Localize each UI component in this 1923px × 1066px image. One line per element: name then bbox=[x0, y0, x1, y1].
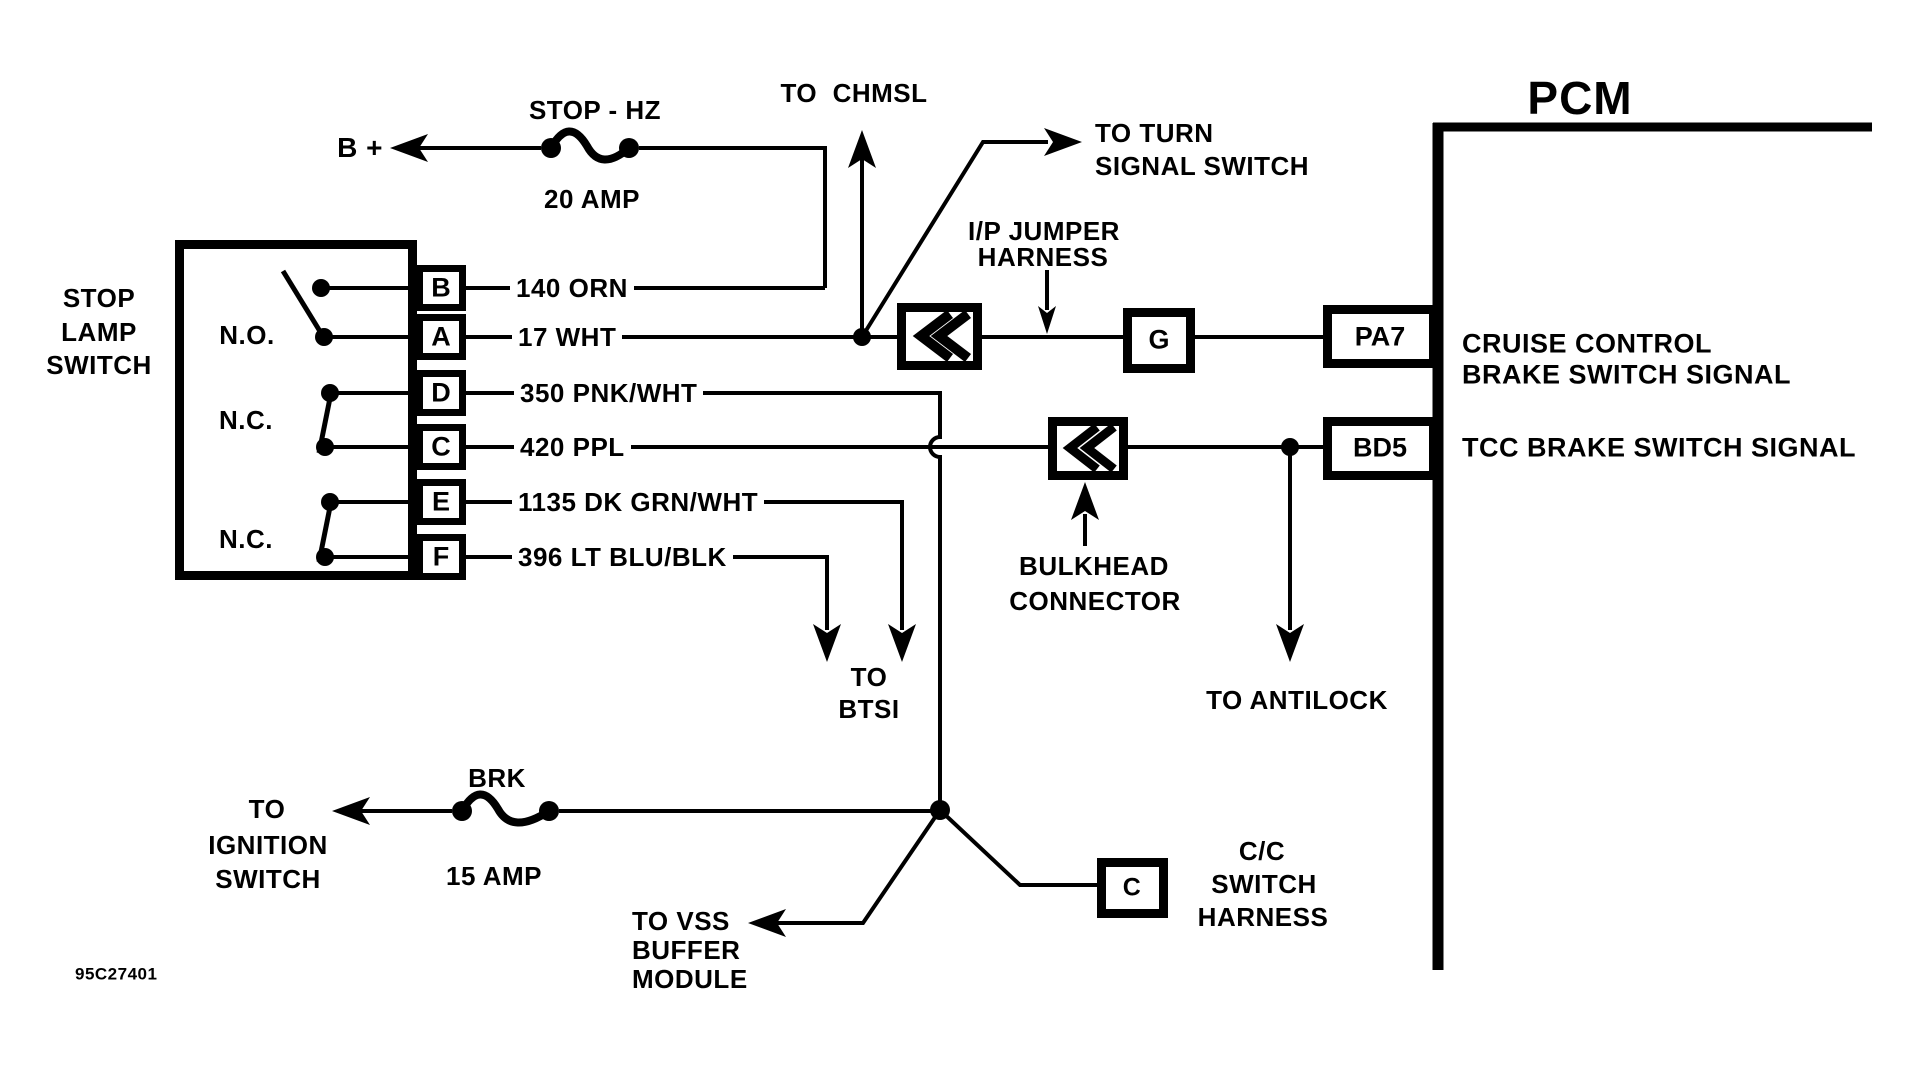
ip-jumper-label-2: HARNESS bbox=[977, 242, 1109, 272]
fuse-element-brk bbox=[458, 790, 553, 827]
terminal-box-D bbox=[416, 370, 466, 416]
fuse-brk-name: BRK bbox=[468, 763, 526, 793]
inline-connector-2 bbox=[1048, 417, 1128, 480]
brk-fuse-run bbox=[332, 790, 1097, 937]
terminal-box-A bbox=[416, 314, 466, 360]
contact-nc1-label: N.C. bbox=[219, 405, 273, 435]
cc-switch-label-2: SWITCH bbox=[1211, 869, 1317, 899]
terminal-label-b: B bbox=[431, 272, 451, 303]
pcm-title: PCM bbox=[1527, 72, 1633, 124]
wire-396-ltblublk bbox=[466, 555, 841, 662]
vss-label-3: MODULE bbox=[632, 964, 748, 994]
switch-contacts bbox=[280, 269, 416, 566]
fuse-stop-hz-rating: 20 AMP bbox=[544, 184, 640, 214]
pin-box-bd5 bbox=[1323, 417, 1438, 480]
bulkhead-label-2: CONNECTOR bbox=[1009, 586, 1181, 616]
arrow-to-antilock bbox=[1276, 624, 1304, 662]
pin-pa7-label: PA7 bbox=[1354, 321, 1406, 352]
switch-name-line-3: SWITCH bbox=[46, 350, 152, 380]
connector-box-g bbox=[1123, 308, 1195, 373]
ip-jumper-label-1: I/P JUMPER bbox=[968, 216, 1120, 246]
switch-name-line-1: STOP bbox=[62, 283, 136, 313]
vss-label-1: TO VSS bbox=[632, 906, 730, 936]
pa7-signal-line-2: BRAKE SWITCH SIGNAL bbox=[1462, 359, 1791, 390]
pin-bd5-label: BD5 bbox=[1352, 432, 1408, 463]
switch-arm-no bbox=[280, 269, 324, 335]
bulkhead-label-1: BULKHEAD bbox=[1019, 551, 1169, 581]
cc-switch-label-3: HARNESS bbox=[1197, 902, 1329, 932]
btsi-label-2: BTSI bbox=[838, 694, 900, 724]
wire-1135-dkgrnwht bbox=[466, 500, 916, 662]
arrow-bulkhead bbox=[1071, 482, 1099, 520]
terminal-label-a: A bbox=[431, 321, 451, 352]
fuse-brk-rating: 15 AMP bbox=[446, 861, 542, 891]
connector-g-label: G bbox=[1148, 324, 1170, 355]
wire-turn-signal-branch bbox=[860, 140, 1048, 339]
double-chevron-icon bbox=[912, 310, 954, 362]
terminal-label-f: F bbox=[432, 541, 450, 572]
ignition-label-1: TO bbox=[248, 794, 286, 824]
terminal-label-d: D bbox=[431, 377, 451, 408]
connector-box-c bbox=[1097, 858, 1168, 918]
wire-label-350-pnkwht: 350 PNK/WHT bbox=[514, 380, 704, 406]
wire-cc-branch bbox=[938, 808, 1097, 887]
terminal-box-F bbox=[416, 534, 466, 580]
terminal-label-c: C bbox=[431, 431, 451, 462]
terminal-box-C bbox=[416, 424, 466, 470]
wire-label-420-ppl: 420 PPL bbox=[514, 434, 631, 460]
pin-box-pa7 bbox=[1323, 305, 1438, 368]
antilock-label: TO ANTILOCK bbox=[1206, 685, 1388, 715]
stop-lamp-switch-box bbox=[175, 240, 466, 580]
pa7-signal-line-1: CRUISE CONTROL bbox=[1462, 328, 1712, 359]
arrow-to-chmsl bbox=[848, 130, 876, 168]
wire-label-17-wht: 17 WHT bbox=[512, 324, 623, 350]
btsi-label-1: TO bbox=[850, 662, 888, 692]
contact-no-label: N.O. bbox=[219, 320, 275, 350]
wire-label-396-ltblublk: 396 LT BLU/BLK bbox=[512, 544, 733, 570]
wire-fuse-to-orn bbox=[639, 146, 827, 288]
wire-vss-branch bbox=[757, 808, 942, 925]
fuse-element-stop-hz bbox=[547, 127, 633, 164]
arrow-to-turn-signal bbox=[1044, 128, 1082, 156]
wire-label-140-orn: 140 ORN bbox=[510, 275, 634, 301]
arrow-to-btsi-right bbox=[888, 624, 916, 662]
terminal-box-B bbox=[416, 265, 466, 311]
chmsl-label: TO CHMSL bbox=[780, 78, 928, 108]
inline-connector-1 bbox=[897, 303, 982, 370]
cc-switch-label-1: C/C bbox=[1238, 836, 1286, 866]
contact-nc2-label: N.C. bbox=[219, 524, 273, 554]
ignition-label-3: SWITCH bbox=[215, 864, 321, 894]
bd5-signal-line: TCC BRAKE SWITCH SIGNAL bbox=[1462, 432, 1856, 463]
wire-label-1135-dkgrnwht: 1135 DK GRN/WHT bbox=[512, 489, 765, 515]
pcm-boundary bbox=[1432, 122, 1872, 970]
terminal-label-e: E bbox=[431, 486, 451, 517]
arrow-to-btsi-left bbox=[813, 624, 841, 662]
connector-c-label: C bbox=[1122, 873, 1142, 902]
arrow-ip-harness bbox=[1038, 306, 1056, 334]
switch-name-line-2: LAMP bbox=[61, 317, 137, 347]
arrow-to-vss bbox=[748, 909, 786, 937]
stop-hz-fuse-run bbox=[390, 127, 827, 288]
turn-signal-label-2: SIGNAL SWITCH bbox=[1095, 151, 1310, 181]
double-chevron-icon bbox=[1062, 423, 1100, 473]
vss-label-2: BUFFER bbox=[632, 935, 741, 965]
drawing-code: 95C27401 bbox=[75, 964, 158, 984]
fuse-stop-hz-name: STOP - HZ bbox=[528, 95, 662, 125]
turn-signal-label-1: TO TURN bbox=[1095, 118, 1214, 148]
terminal-box-E bbox=[416, 479, 466, 525]
battery-feed-label: B + bbox=[337, 132, 383, 163]
ignition-label-2: IGNITION bbox=[208, 830, 328, 860]
